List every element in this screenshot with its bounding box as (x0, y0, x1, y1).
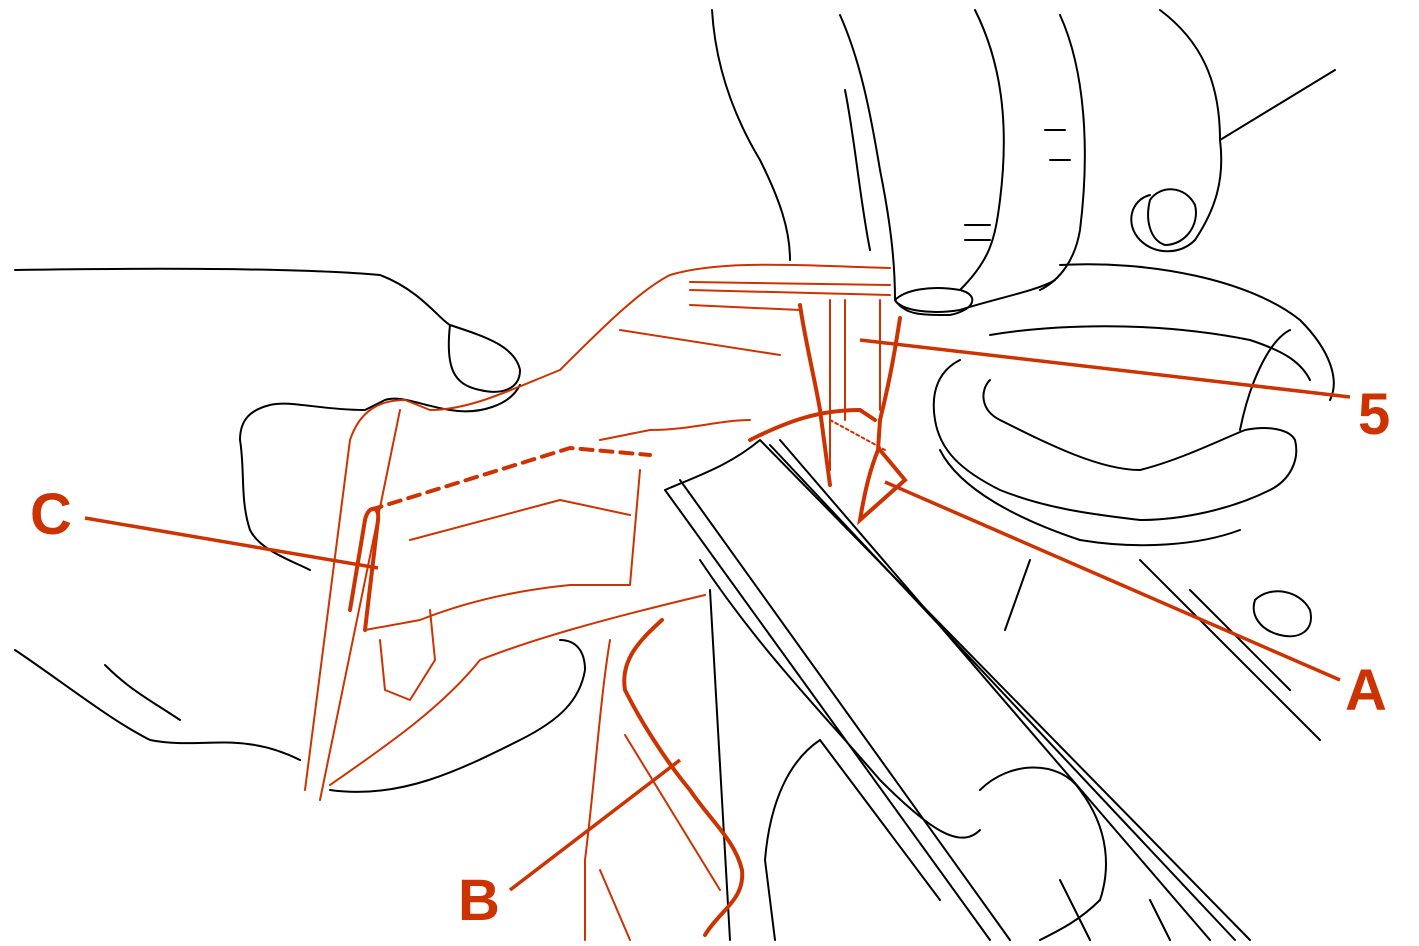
label-b: B (458, 868, 500, 933)
leader-b (508, 758, 682, 892)
hand-top (711, 9, 1336, 316)
label-5: 5 (1358, 382, 1391, 447)
component-highlight (304, 263, 908, 941)
label-a: A (1345, 658, 1387, 723)
label-c: C (30, 482, 72, 547)
hand-left (14, 267, 586, 793)
leader-5 (859, 338, 1351, 399)
leader-a (884, 480, 1341, 682)
leader-c (84, 516, 379, 570)
housing (664, 263, 1335, 941)
